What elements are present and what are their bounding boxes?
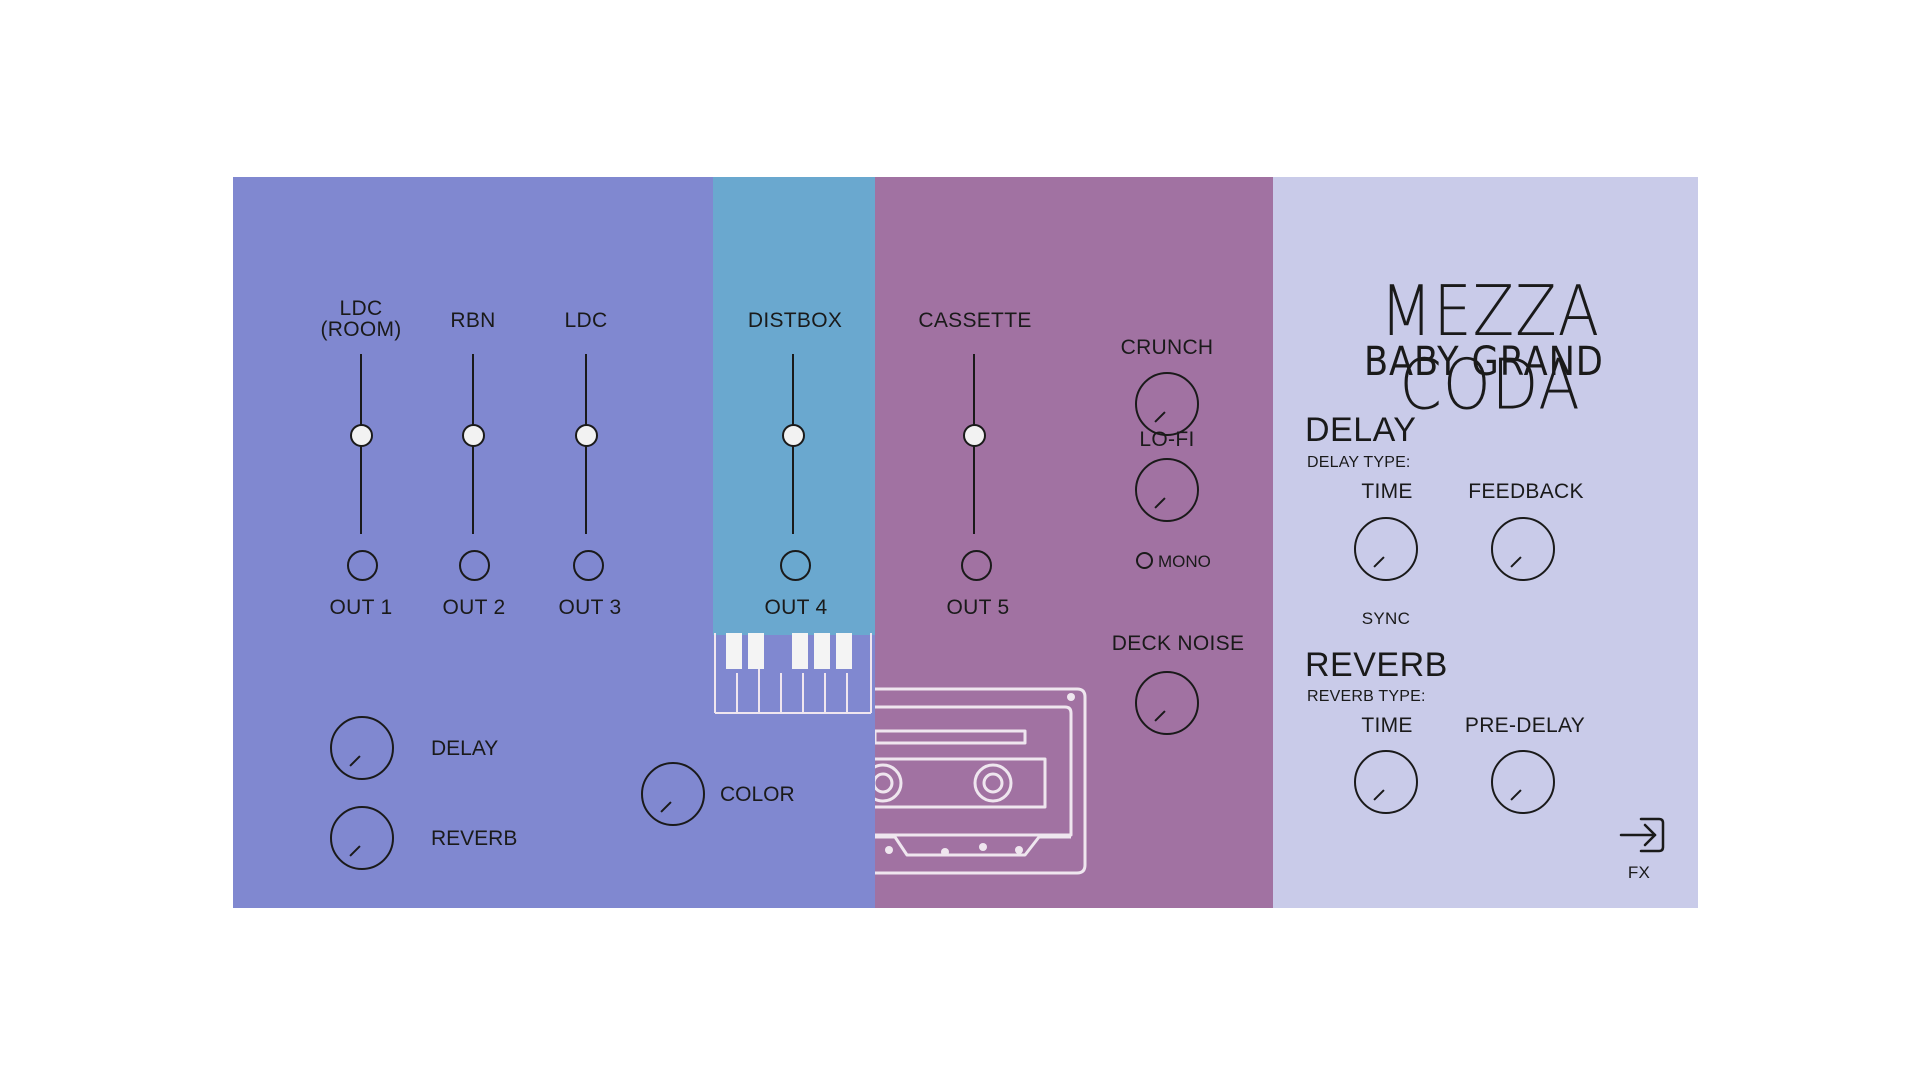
reverb-send-label: REVERB	[431, 827, 518, 850]
reverb-predelay-knob[interactable]	[1490, 749, 1555, 814]
fx-panel	[1273, 177, 1698, 908]
delay-sync-toggle[interactable]: SYNC	[1361, 609, 1411, 628]
out-2-label: OUT 2	[442, 596, 506, 619]
fader-2-thumb[interactable]	[461, 423, 485, 447]
fader-1-thumb[interactable]	[349, 423, 373, 447]
plugin-window: LDC (ROOM) RBN LDC DISTBOX CASSETTE OUT …	[233, 177, 1698, 908]
fader-3-thumb[interactable]	[574, 423, 598, 447]
channel-label-ldc-room: LDC (ROOM)	[320, 297, 402, 341]
out-3-button[interactable]	[572, 549, 604, 581]
delay-send-label: DELAY	[431, 737, 499, 760]
out-4-label: OUT 4	[764, 596, 828, 619]
delay-time-knob[interactable]	[1353, 516, 1418, 581]
channel-label-distbox: DISTBOX	[747, 309, 843, 332]
out-5-button[interactable]	[960, 549, 992, 581]
out-1-button[interactable]	[346, 549, 378, 581]
crunch-label: CRUNCH	[1120, 336, 1214, 359]
channel-label-rbn: RBN	[450, 309, 496, 332]
reverb-predelay-label: PRE-DELAY	[1464, 714, 1586, 737]
reverb-heading: REVERB	[1305, 646, 1448, 684]
cassette-tape-icon	[875, 687, 1087, 875]
brand-title: MEZZA CODA	[1380, 270, 1601, 426]
out-1-label: OUT 1	[329, 596, 393, 619]
mono-label: MONO	[1158, 552, 1211, 571]
out-4-button[interactable]	[779, 549, 811, 581]
delay-type-label: DELAY TYPE:	[1307, 454, 1411, 471]
fader-5-thumb[interactable]	[962, 423, 986, 447]
cassette-panel	[875, 177, 1273, 908]
out-2-button[interactable]	[458, 549, 490, 581]
brand-subtitle: BABY GRAND	[1363, 339, 1604, 385]
lofi-label: LO-FI	[1139, 428, 1195, 451]
delay-time-label: TIME	[1361, 480, 1413, 503]
channel-label-ldc: LDC	[564, 309, 608, 332]
enter-arrow-icon[interactable]	[1619, 815, 1679, 859]
channel-label-cassette: CASSETTE	[918, 309, 1032, 332]
color-knob[interactable]	[640, 761, 705, 826]
crunch-knob[interactable]	[1134, 371, 1199, 436]
deck-noise-knob[interactable]	[1134, 670, 1199, 735]
deck-noise-label: DECK NOISE	[1111, 632, 1245, 655]
delay-send-knob[interactable]	[329, 715, 394, 780]
delay-feedback-knob[interactable]	[1490, 516, 1555, 581]
reverb-send-knob[interactable]	[329, 805, 394, 870]
delay-feedback-label: FEEDBACK	[1468, 480, 1584, 503]
reverb-time-knob[interactable]	[1353, 749, 1418, 814]
delay-heading: DELAY	[1305, 411, 1417, 449]
fx-button-label: FX	[1627, 863, 1651, 882]
out-5-label: OUT 5	[946, 596, 1010, 619]
out-3-label: OUT 3	[558, 596, 622, 619]
reverb-time-label: TIME	[1361, 714, 1413, 737]
fader-4-thumb[interactable]	[781, 423, 805, 447]
color-label: COLOR	[720, 783, 795, 806]
reverb-type-label: REVERB TYPE:	[1307, 688, 1426, 705]
lofi-knob[interactable]	[1134, 457, 1199, 522]
piano-keys-icon	[714, 633, 872, 714]
mono-toggle[interactable]	[1136, 552, 1153, 569]
